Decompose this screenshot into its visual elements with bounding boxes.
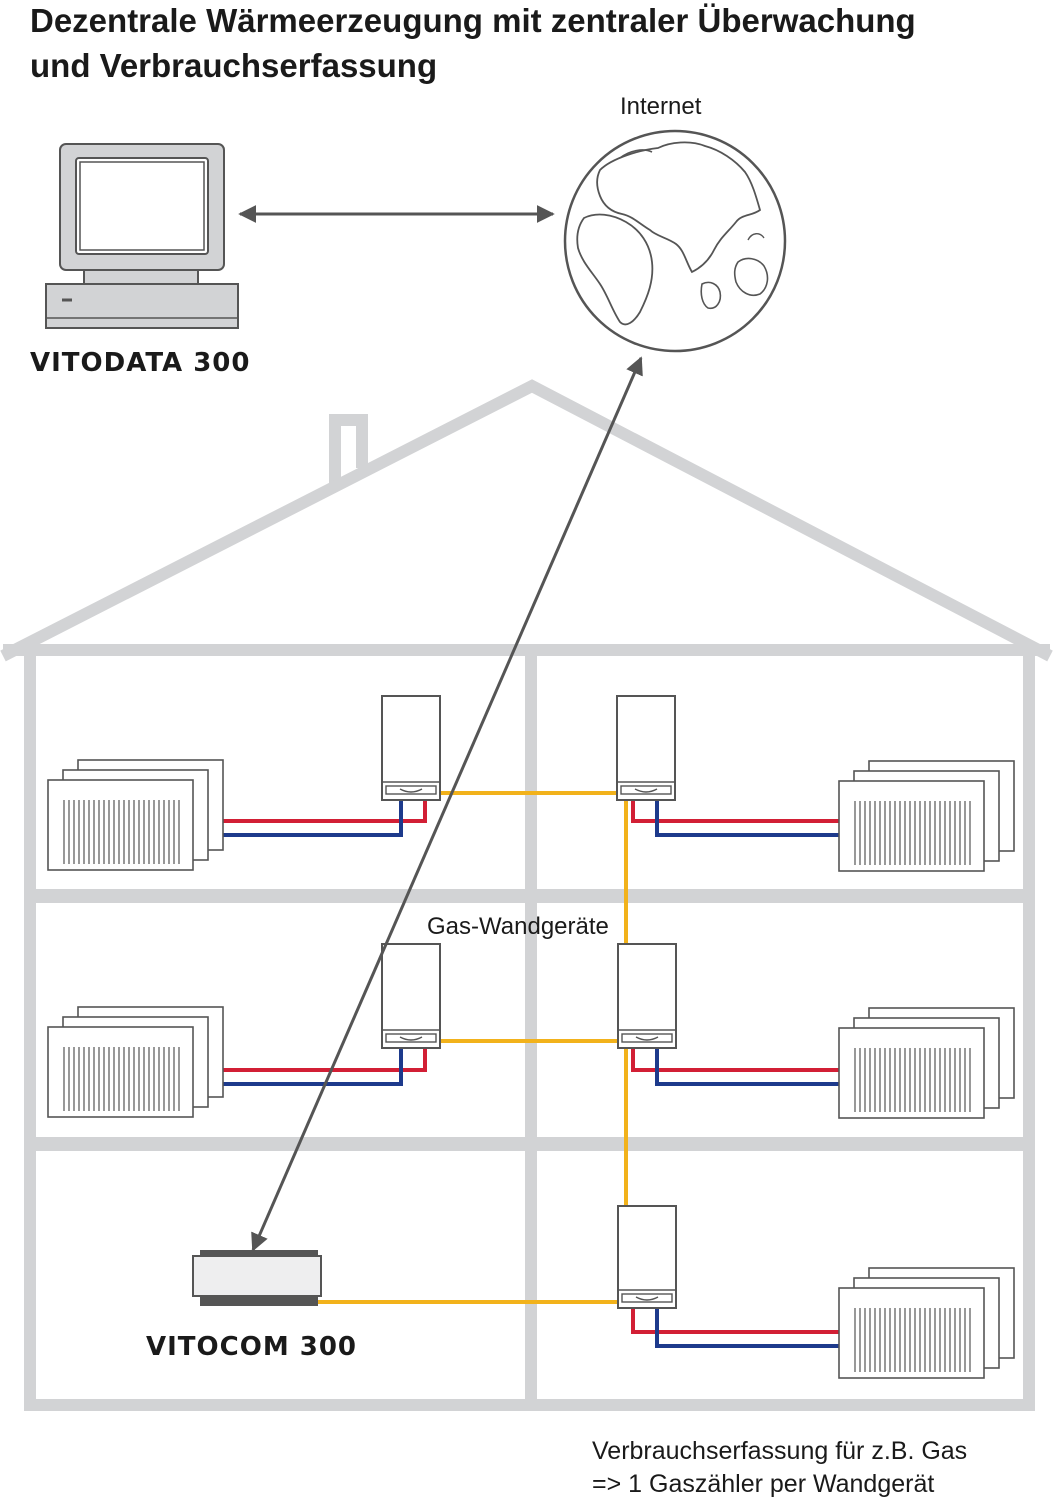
title-line-2: und Verbrauchserfassung: [30, 47, 437, 84]
note-line-2: => 1 Gaszähler per Wandgerät: [592, 1470, 934, 1498]
computer-icon: [45, 143, 239, 329]
title-line-1: Dezentrale Wärmeerzeugung mit zentraler …: [30, 2, 916, 39]
communication-unit-icon: [192, 1250, 322, 1306]
gas-devices-label: Gas-Wandgeräte: [427, 913, 609, 940]
wall-boiler-icon: [617, 943, 677, 1049]
wall-boiler-icon: [617, 1205, 677, 1309]
globe-icon: [563, 129, 787, 353]
vitocom-label: VITOCOM 300: [146, 1332, 357, 1362]
house-outline: [0, 379, 1053, 1411]
radiator-icon: [838, 1267, 1015, 1379]
wall-boiler-icon: [381, 943, 441, 1049]
radiator-icon: [838, 760, 1015, 872]
vitocom-internet-arrow: [251, 356, 643, 1252]
radiator-icon: [47, 1006, 224, 1118]
gas-lines: [318, 791, 628, 1304]
radiator-icon: [47, 759, 224, 871]
wall-boiler-icon: [616, 695, 676, 801]
vitodata-label: VITODATA 300: [30, 348, 250, 378]
radiator-icon: [838, 1007, 1015, 1119]
note-line-1: Verbrauchserfassung für z.B. Gas: [592, 1437, 967, 1465]
internet-label: Internet: [620, 93, 702, 120]
wall-boiler-icon: [381, 695, 441, 801]
